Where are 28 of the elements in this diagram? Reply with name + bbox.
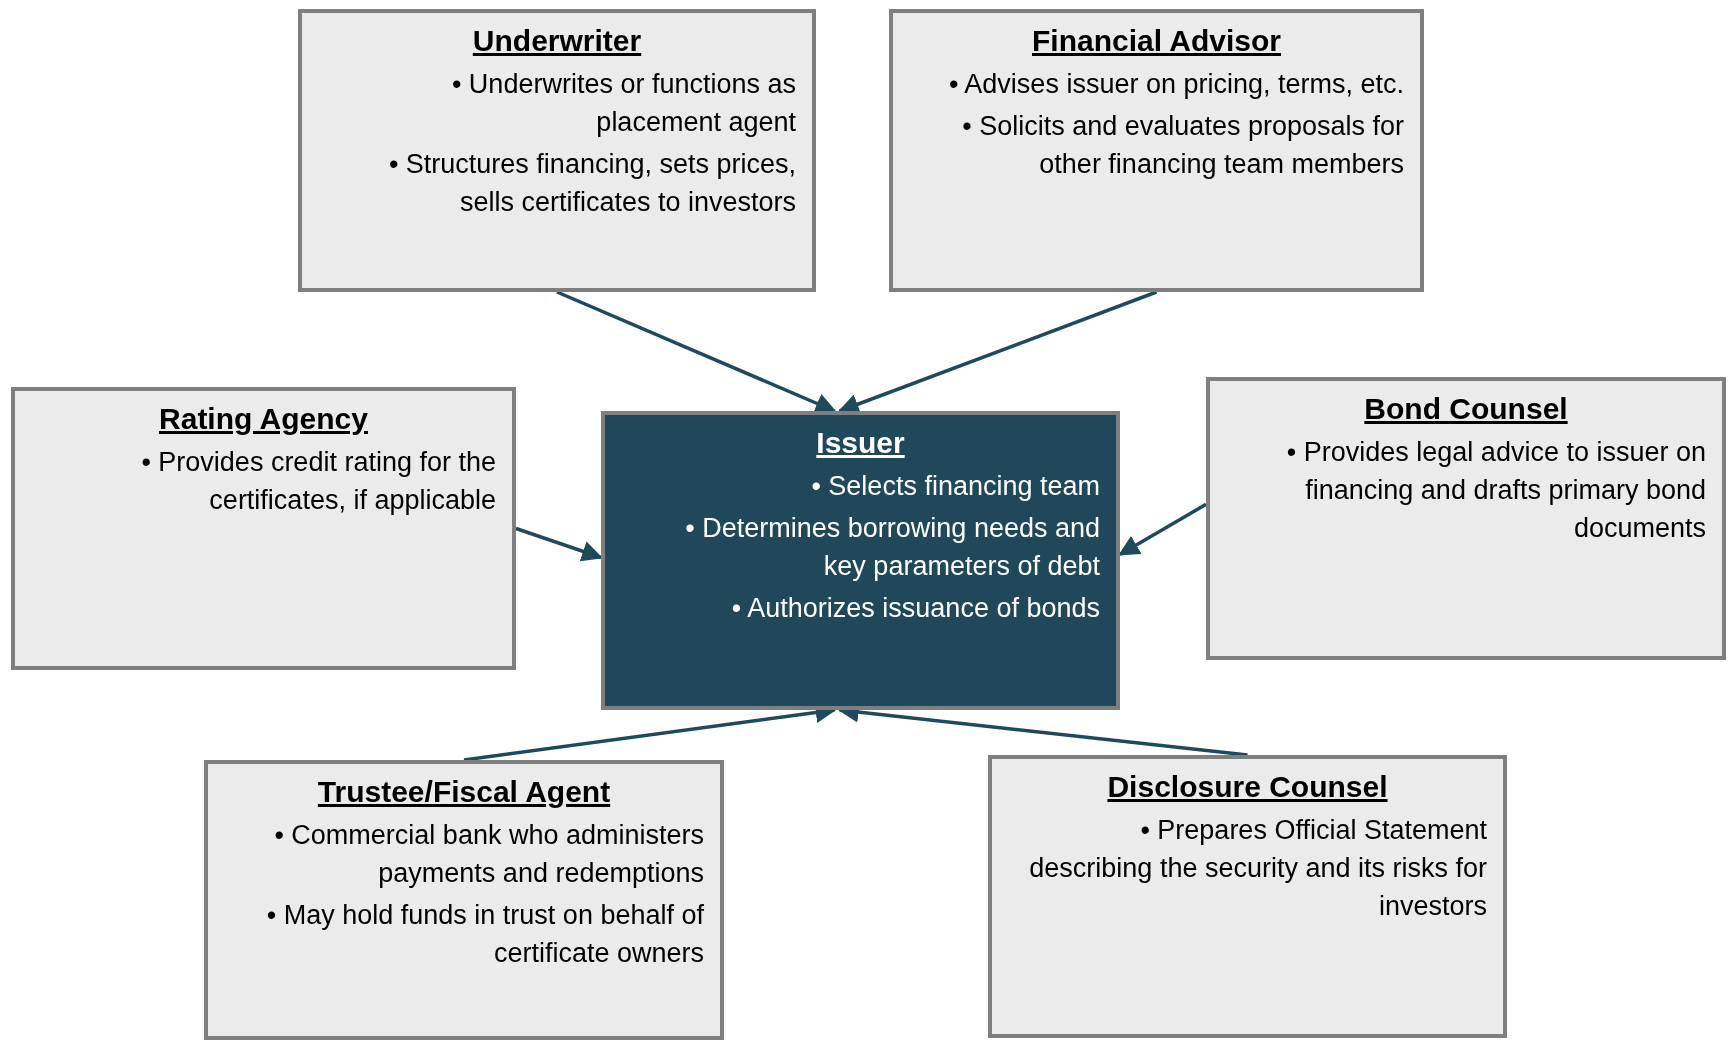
role-box: [1206, 377, 1726, 660]
role-box: [11, 387, 516, 670]
arrow: [515, 526, 603, 562]
bullet-text: • Advises issuer on pricing, terms, etc.: [947, 68, 1404, 101]
bullet-text: • Authorizes issuance of bonds: [730, 592, 1100, 625]
role-box: [204, 760, 724, 1040]
box-title: Bond Counsel: [1363, 391, 1569, 427]
box-title: Rating Agency: [158, 401, 369, 437]
bullet-text: • Solicits and evaluates proposals for other financing team members: [961, 110, 1404, 181]
role-box: [988, 755, 1507, 1038]
role-box: [889, 9, 1424, 292]
role-box: [298, 9, 816, 292]
bullet-text: • Provides credit rating for the certificates, if applicable: [140, 446, 496, 517]
bullet-text: • May hold funds in trust on behalf of certificate owners: [265, 899, 704, 970]
bullet-text: • Underwrites or functions as placement agent: [450, 68, 796, 139]
bullet-text: • Prepares Official Statement describing the security and its risks for investors: [1028, 814, 1487, 923]
bullet-text: • Provides legal advice to issuer on financing and drafts primary bond documents: [1285, 436, 1706, 545]
bullet-text: • Commercial bank who administers payments and redemptions: [273, 819, 704, 890]
arrow: [556, 290, 837, 414]
box-title: Trustee/Fiscal Agent: [316, 774, 612, 810]
box-title: Underwriter: [471, 23, 643, 59]
bullet-text: • Structures financing, sets prices, sells certificates to investors: [387, 148, 796, 219]
role-box: [601, 411, 1120, 710]
bullet-text: • Determines borrowing needs and key parameters of debt: [684, 512, 1100, 583]
box-title: Issuer: [815, 425, 906, 461]
box-title: Disclosure Counsel: [1106, 769, 1389, 805]
box-title: Financial Advisor: [1031, 23, 1282, 59]
bullet-text: • Selects financing team: [810, 470, 1100, 503]
